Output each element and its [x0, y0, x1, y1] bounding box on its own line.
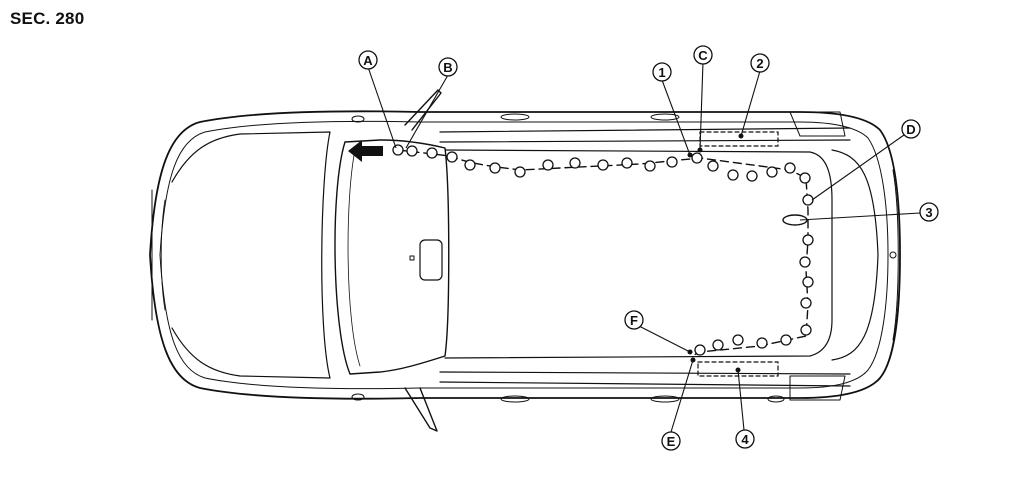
callout-4: 4: [735, 429, 755, 449]
leader-lines: [367, 61, 921, 433]
side-mirror-lower: [404, 387, 438, 432]
interior-mirror: [419, 239, 443, 281]
roof-rail-lower: [439, 371, 851, 387]
rear-bumper: [892, 169, 899, 341]
callout-F-text: F: [630, 313, 638, 328]
callout-C: C: [693, 45, 713, 65]
connector-box-4: [697, 361, 779, 377]
windshield-inner: [347, 149, 361, 367]
roof-panel: [444, 149, 833, 359]
callout-2: 2: [750, 53, 770, 73]
section-label: SEC. 280: [10, 9, 85, 28]
callout-C-text: C: [698, 48, 708, 63]
callout-D: D: [901, 119, 921, 139]
hood-crease: [160, 199, 166, 311]
front-direction-arrow: [348, 140, 383, 162]
rear-hatch: [831, 149, 879, 361]
callout-2-text: 2: [756, 56, 763, 71]
callout-1: 1: [652, 62, 672, 82]
roof-rail-upper: [439, 127, 851, 143]
callout-1-text: 1: [658, 65, 665, 80]
windshield: [334, 139, 450, 375]
callout-D-text: D: [906, 122, 915, 137]
callout-F: F: [624, 310, 644, 330]
hood-outline: [171, 131, 331, 379]
harness-route: [397, 149, 809, 357]
callout-B: B: [438, 57, 458, 77]
rear-spoiler-upper: [789, 111, 846, 137]
harness-clips: [392, 144, 814, 356]
callout-E-text: E: [667, 434, 676, 449]
callout-3: 3: [919, 202, 939, 222]
callout-A-text: A: [363, 53, 373, 68]
callout-E: E: [661, 431, 681, 451]
car-body-inner-line: [159, 120, 889, 390]
connector-box-2: [699, 131, 779, 147]
callout-A: A: [358, 50, 378, 70]
callout-B-text: B: [443, 60, 452, 75]
callout-3-text: 3: [925, 205, 932, 220]
rear-spoiler-lower: [789, 375, 846, 401]
callout-4-text: 4: [741, 432, 749, 447]
